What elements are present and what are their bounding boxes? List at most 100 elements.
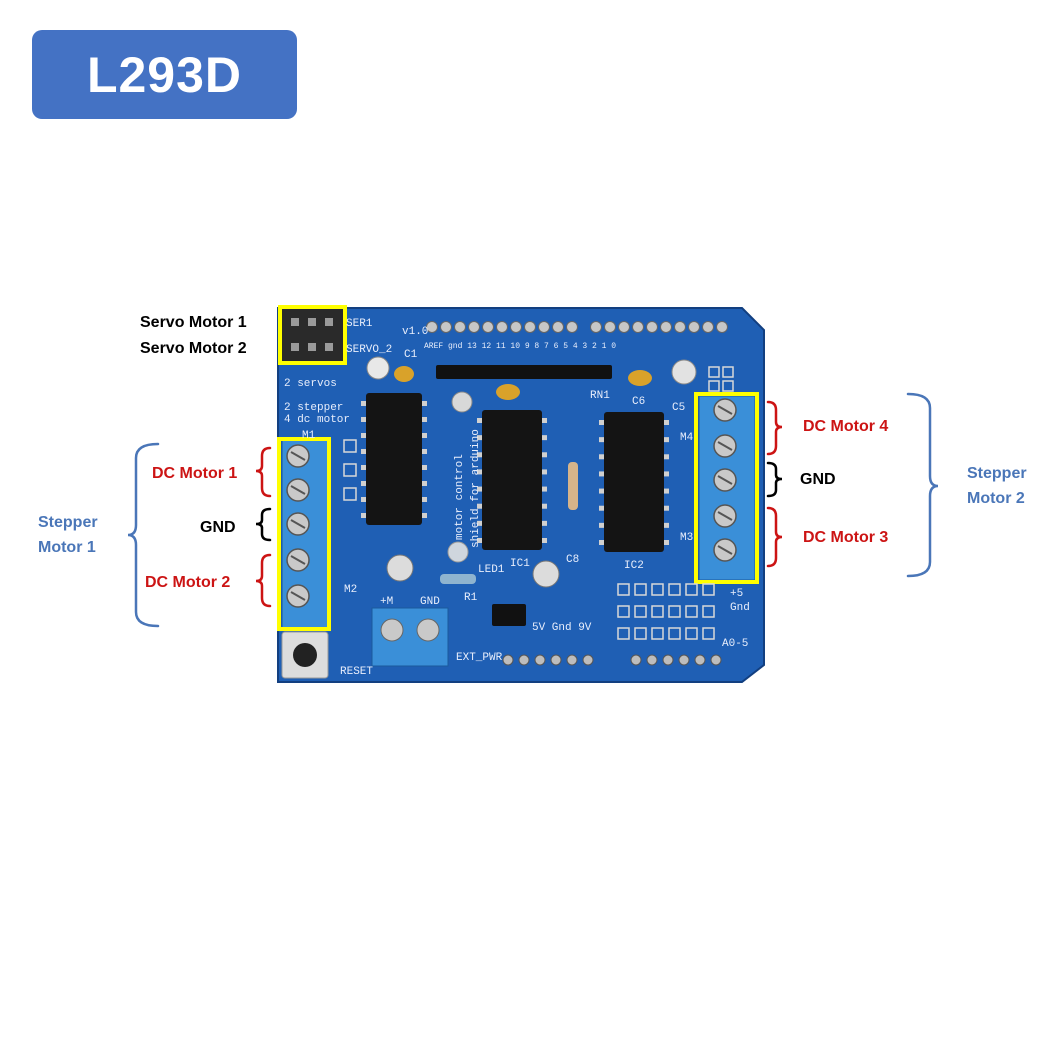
silk-c8: C8 — [566, 554, 579, 566]
header-pad — [685, 583, 698, 596]
header-pad — [634, 605, 647, 618]
label-dc-motor-2: DC Motor 2 — [145, 574, 231, 591]
header-pad — [617, 583, 630, 596]
ic-leg — [361, 513, 366, 518]
header-pad — [668, 627, 681, 640]
header-pad — [702, 583, 715, 596]
silk-reset: RESET — [340, 666, 373, 678]
ic-leg — [542, 469, 547, 475]
ic-leg — [542, 538, 547, 543]
bracket-stepper1 — [127, 442, 160, 628]
silk-power-row: 5V Gnd 9V — [532, 622, 592, 634]
header-pad — [708, 366, 720, 378]
ic-leg — [422, 481, 427, 486]
silk-r1: R1 — [464, 592, 478, 604]
ic-leg — [422, 417, 427, 422]
silk-m1: M1 — [302, 430, 316, 442]
ic-leg — [361, 497, 366, 502]
screw-slot — [290, 485, 306, 495]
power-pin — [518, 654, 530, 666]
silk-servo2: SERVO_2 — [346, 344, 392, 356]
header-pad — [343, 487, 357, 501]
screw-slot — [717, 511, 733, 521]
header-pad — [668, 583, 681, 596]
cap-yellow-2 — [496, 384, 520, 400]
header-pin — [604, 321, 616, 333]
ic-leg — [599, 471, 604, 477]
header-pin — [716, 321, 728, 333]
ic-leg — [422, 449, 427, 454]
ic-leg — [664, 488, 669, 494]
led1 — [447, 541, 469, 563]
silk-a05: A0-5 — [722, 638, 748, 650]
silk-steppers: 2 stepper — [284, 402, 343, 414]
cap-c1 — [366, 356, 390, 380]
ic-leg — [599, 437, 604, 443]
ic-leg — [599, 454, 604, 460]
silk-dcmotor: 4 dc motor — [284, 414, 350, 426]
bracket-gnd-left — [255, 507, 272, 542]
cap-c8 — [532, 560, 560, 588]
ic-leg — [542, 486, 547, 492]
ic-leg — [361, 417, 366, 422]
power-pin — [550, 654, 562, 666]
ic-leg — [477, 469, 482, 475]
ic-leg — [664, 471, 669, 477]
silk-rn1: RN1 — [590, 390, 610, 402]
ic-leg — [599, 522, 604, 528]
ic-leg — [361, 481, 366, 486]
ic-leg — [599, 488, 604, 494]
header-pin — [674, 321, 686, 333]
header-pin — [688, 321, 700, 333]
silk-m2: M2 — [344, 584, 357, 596]
label-stepper-motor-2-line2: Motor 2 — [967, 490, 1025, 507]
servo-header — [281, 308, 344, 362]
screw-slot — [290, 591, 306, 601]
header-pin — [426, 321, 438, 333]
screw-slot — [717, 405, 733, 415]
ic-leg — [477, 486, 482, 492]
ic-leg — [361, 449, 366, 454]
silk-c5: C5 — [672, 402, 685, 414]
ic1-chip — [482, 410, 542, 550]
ic-leg — [477, 503, 482, 509]
silk-pins-top: AREF gnd 13 12 11 10 9 8 7 6 5 4 3 2 1 0 — [424, 342, 616, 351]
header-pin — [496, 321, 508, 333]
silk-plusm: +M — [380, 596, 393, 608]
label-stepper-motor-1-line2: Motor 1 — [38, 539, 96, 556]
servo-pin — [291, 343, 299, 351]
silk-shield-arduino: shield for arduino — [470, 429, 482, 548]
ic-leg — [477, 538, 482, 543]
power-pin — [582, 654, 594, 666]
ic-leg — [477, 452, 482, 458]
left-terminal-highlight — [277, 437, 331, 631]
cap-c-mid — [451, 391, 473, 413]
screw-slot — [290, 451, 306, 461]
cap-yellow-1 — [394, 366, 414, 382]
header-pin — [440, 321, 452, 333]
ic-leg — [361, 465, 366, 470]
label-gnd-left: GND — [200, 519, 236, 536]
regulator — [492, 604, 526, 626]
resistor-r1 — [440, 574, 476, 584]
header-pad — [651, 583, 664, 596]
ic-leg — [422, 513, 427, 518]
ic-leg — [599, 540, 604, 545]
header-pad — [702, 627, 715, 640]
header-pad — [651, 605, 664, 618]
header-pad — [722, 366, 734, 378]
header-pin — [646, 321, 658, 333]
servo-pin — [325, 343, 333, 351]
silk-ic2: IC2 — [624, 560, 644, 572]
silk-gnd: GND — [420, 596, 440, 608]
header-pin — [618, 321, 630, 333]
rn1-header — [436, 365, 612, 379]
screw-slot — [717, 475, 733, 485]
ic-leg — [542, 452, 547, 458]
ic-leg — [422, 465, 427, 470]
header-pad — [685, 627, 698, 640]
label-gnd-right: GND — [800, 471, 836, 488]
label-servo-motor-1: Servo Motor 1 — [140, 314, 247, 331]
silk-m4: M4 — [680, 432, 694, 444]
